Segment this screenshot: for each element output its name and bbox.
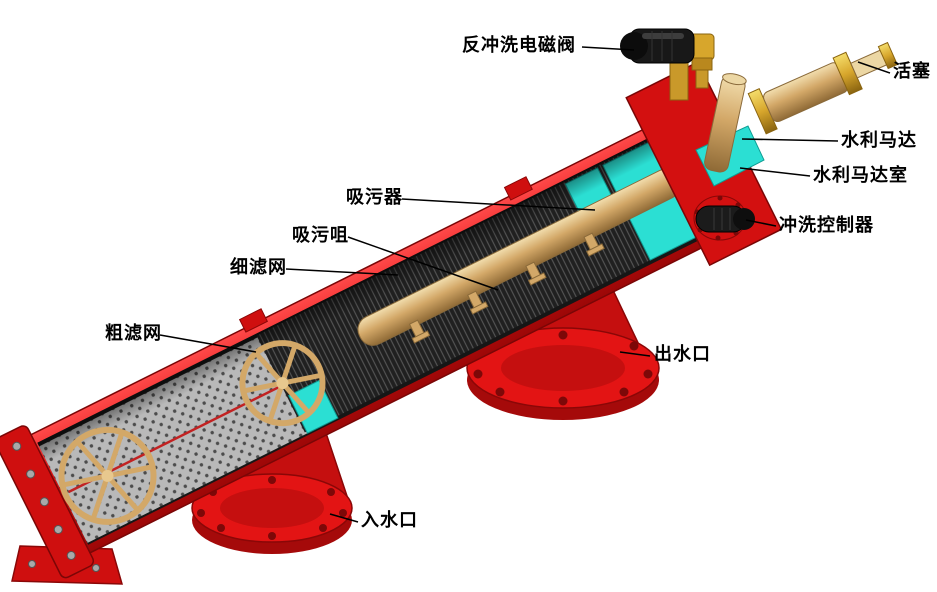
leader-coarse-screen bbox=[159, 334, 257, 353]
label-flush-controller: 冲洗控制器 bbox=[779, 215, 874, 236]
support-wheel-rear bbox=[58, 426, 157, 525]
end-cap-bolts bbox=[12, 441, 76, 560]
suction-nozzles bbox=[408, 232, 605, 344]
leader-nozzle bbox=[347, 236, 499, 291]
filter-body bbox=[0, 61, 783, 579]
label-water-inlet: 入水口 bbox=[361, 510, 418, 531]
leader-inlet bbox=[329, 513, 359, 523]
leader-lines bbox=[159, 46, 891, 523]
piston-assembly bbox=[747, 41, 898, 135]
leader-motor-chamber bbox=[739, 167, 811, 177]
flush-controller bbox=[693, 195, 755, 241]
label-coarse-screen: 粗滤网 bbox=[105, 323, 162, 344]
label-dirt-suction-tube: 吸污器 bbox=[346, 187, 403, 208]
leader-suction-tube bbox=[401, 198, 596, 211]
label-piston: 活塞 bbox=[893, 61, 931, 82]
label-hydraulic-motor: 水利马达 bbox=[841, 130, 917, 151]
leader-solenoid bbox=[581, 46, 635, 51]
support-wheel-front bbox=[239, 340, 326, 427]
inlet-base bbox=[191, 429, 353, 554]
label-backwash-solenoid-valve: 反冲洗电磁阀 bbox=[462, 35, 576, 56]
leader-motor bbox=[741, 138, 839, 142]
hydraulic-motor bbox=[704, 73, 747, 173]
leader-outlet bbox=[619, 351, 651, 357]
leader-controller bbox=[745, 219, 777, 227]
label-water-outlet: 出水口 bbox=[654, 344, 711, 365]
leader-piston bbox=[857, 61, 891, 74]
backwash-solenoid-valve bbox=[620, 28, 715, 101]
label-suction-nozzle: 吸污咀 bbox=[292, 225, 349, 246]
label-fine-screen: 细滤网 bbox=[230, 257, 287, 278]
label-hydraulic-motor-chamber: 水利马达室 bbox=[813, 165, 908, 186]
leader-fine-screen bbox=[285, 268, 399, 276]
